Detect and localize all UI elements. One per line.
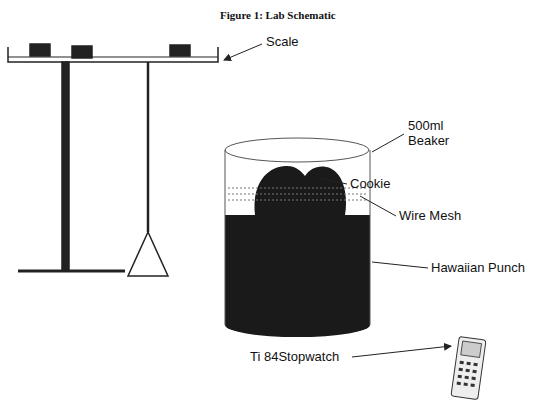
stopwatch-label: Ti 84Stopwatch: [250, 349, 339, 364]
stopwatch: [451, 336, 486, 399]
beaker: [225, 138, 370, 337]
punch-label: Hawaiian Punch: [431, 260, 525, 275]
figure-title: Figure 1: Lab Schematic: [220, 8, 336, 23]
cookie-label: Cookie: [350, 176, 390, 191]
scale-label: Scale: [266, 34, 299, 49]
mesh-label: Wire Mesh: [399, 208, 461, 223]
beaker-label: 500ml Beaker: [408, 118, 468, 148]
scale: [8, 44, 218, 276]
leader-lines: [224, 44, 451, 357]
